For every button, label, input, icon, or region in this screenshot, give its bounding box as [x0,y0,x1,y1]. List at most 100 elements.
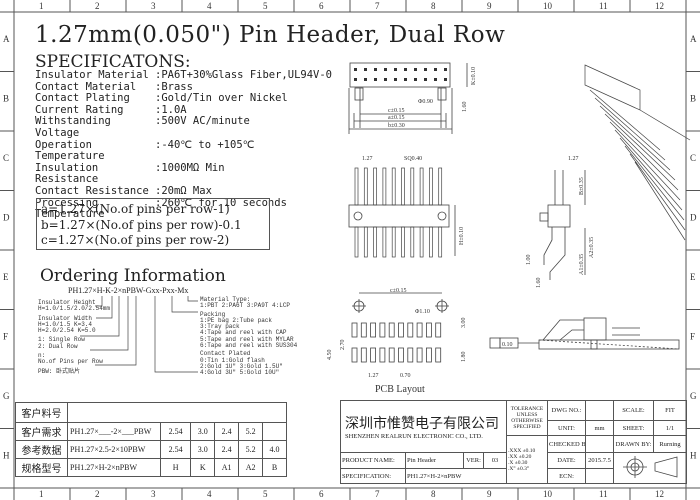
table-cell [262,422,287,441]
spec-row: Contact Resistance:20mΩ Max [35,184,332,198]
pin-tail [391,226,396,258]
pin [391,167,396,206]
spec-row: Contact Plating:Gold/Tin over Nickel [35,93,332,105]
ordering-note-line: 5:Tape and reel with MYLAR [200,335,294,343]
checked-value [585,435,614,453]
tolerance-line: .XX ±0.20 [508,453,532,460]
pcb-pad [388,322,395,338]
spec-label: SPECIFICATION: [340,468,406,484]
dim-180: 1.80 [461,352,467,363]
pcb-pad [398,322,404,338]
spec-key: Contact Material [35,80,137,93]
pcb-pad [416,347,423,363]
pcb-pad [370,347,377,363]
dim-100: 1.00 [526,255,532,266]
pin-square [364,78,367,81]
frame-row-label: B [3,94,9,104]
pin [410,167,415,206]
frame-column-label: 11 [599,489,608,499]
frame-column-label: 7 [375,489,380,499]
pin [382,167,387,206]
ordering-note-line: 2:Gold 1U" 3:Gold 1.5U" [200,362,283,370]
frame-column-label: 12 [655,1,664,11]
frame-column-label: 2 [95,489,100,499]
pin-square [384,78,387,81]
company-cn: 深圳市惟赞电子有限公司 [345,416,499,432]
row-label: 客户料号 [15,402,68,423]
unit-value: mm [585,420,614,436]
ver-label: VER: [463,452,484,469]
mounted-view [489,317,680,350]
specs-list: Insulator Material :PA6T+30%Glass Fiber,U… [35,69,333,221]
pcb-pad [379,322,386,338]
pin-tail [410,226,415,258]
pin-square [434,68,437,71]
pcb-pad [398,347,404,363]
frame-column-label: 1 [39,489,44,499]
pin-square [364,68,367,71]
frame-column-label: 8 [431,1,436,11]
formula: b=1.27×(No.of pins per row)-0.1 [41,217,242,232]
spec-key: Insulation Resistance [35,161,99,186]
isometric-view [584,64,691,241]
page-title: 1.27mm(0.050") Pin Header, Dual Row [35,22,506,48]
pcb-pad [379,347,386,363]
spec-value: PH1.27×H-2×nPBW [405,468,507,484]
ecn-label: ECN: [547,468,586,484]
dim-k: K±0.10 [471,67,477,85]
spec-key: Current Rating [35,103,124,116]
frame-row-label: F [690,332,695,342]
ordering-note-line: 2: Dual Row [38,342,78,350]
pcb-pad [360,347,367,363]
pin-tail [382,226,387,258]
ordering-note-line: Packing [200,310,226,318]
spec-value: :20mΩ Max [155,184,212,197]
frame-column-label: 5 [263,1,268,11]
table-cell [67,402,287,423]
table-cell: 2.54 [159,422,192,441]
third-angle-projection-icon [623,456,678,478]
pin-square [374,78,377,81]
dim-a: a±0.15 [388,115,404,121]
frame-column-label: 3 [151,489,156,499]
pcb-pad [435,347,442,363]
projection-symbol [613,452,687,484]
pcb-layout-label: PCB Layout [375,384,425,395]
pcb-pad [351,347,358,363]
product-value: Pin Header [405,452,464,469]
pin [438,167,443,206]
company-en: SHENZHEN REALRUN ELECTRONIC CO., LTD. [345,433,483,440]
spec-value: :PA6T+30%Glass Fiber,UL94V-0 [155,69,333,81]
ecn-value [585,468,614,484]
ordering-note-line: PBW: 卧式贴片 [38,367,81,375]
dwg-value [585,400,614,421]
spec-value: :500V AC/minute [155,115,250,128]
dim-b35: B±0.35 [579,177,585,195]
table-row: 客户料号 [15,402,287,423]
pcb-pad [435,322,442,338]
frame-row-label: H [3,451,10,461]
ordering-heading: Ordering Information [40,266,226,286]
table-cell: PH1.27×2.5-2×10PBW [67,440,161,459]
ordering-note-line: 1: Single Row [38,336,85,344]
pcb-pad [388,347,395,363]
table-cell: A1 [214,458,240,477]
product-label: PRODUCT NAME: [340,452,406,469]
row-label: 客户需求 [15,422,68,441]
table-cell: 2.4 [214,422,240,441]
dim-sq: SQ0.40 [404,156,422,162]
pin-square [444,78,447,81]
pin-square [414,68,417,71]
spec-key: Insulator Material [35,69,149,81]
dim-side-pitch: 1.27 [568,156,579,162]
pin-square [414,78,417,81]
pcb-pad [370,322,377,338]
pin-square [424,68,427,71]
pin-square [444,68,447,71]
dim-b: b±0.30 [388,123,405,129]
scale-label: SCALE: [613,400,654,421]
spec-row: Withstanding Voltage:500V AC/minute [35,116,332,139]
frame-column-label: 10 [543,1,553,11]
